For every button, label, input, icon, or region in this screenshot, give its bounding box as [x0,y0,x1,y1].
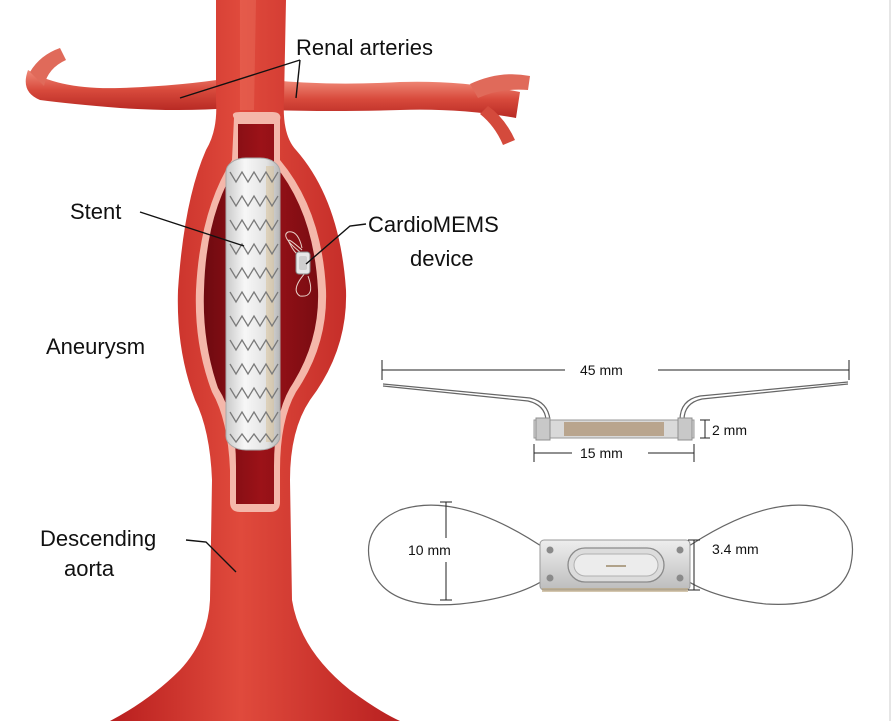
side-view-body [534,418,694,440]
device-top-view: 10 mm 3.4 mm [369,502,853,605]
aorta-highlight [240,0,256,110]
dimension-2mm [700,420,710,438]
label-stent: Stent [70,199,121,224]
label-renal-arteries: Renal arteries [296,35,433,60]
side-view-wires [383,382,848,420]
label-aneurysm: Aneurysm [46,334,145,359]
dim-loop-height: 10 mm [408,542,451,558]
stent-graft [226,158,280,450]
label-cardiomems-line2: device [410,246,474,271]
aorta-illustration [26,0,530,721]
device-side-view: 45 mm 2 mm 15 mm [382,360,849,462]
stent-seam [266,166,274,442]
top-view-body [540,540,690,592]
dim-thickness: 2 mm [712,422,747,438]
dim-body-length: 15 mm [580,445,623,461]
dim-body-width: 3.4 mm [712,541,759,557]
label-cardiomems-line1: CardioMEMS [368,212,499,237]
renal-artery-left [26,70,232,110]
label-descending-line2: aorta [64,556,115,581]
dim-total-length: 45 mm [580,362,623,378]
label-descending-line1: Descending [40,526,156,551]
